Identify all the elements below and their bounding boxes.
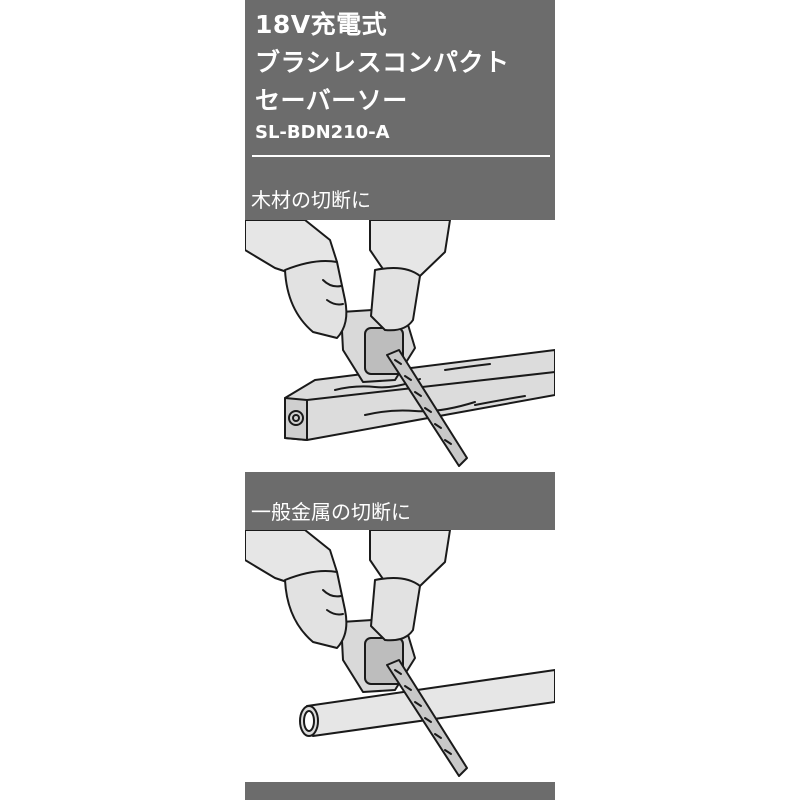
product-title: 18V充電式 ブラシレスコンパクト セーバーソー	[255, 6, 510, 120]
use-caption-metal: 一般金属の切断に	[251, 500, 411, 524]
model-number: SL-BDN210-A	[255, 122, 390, 143]
wood-beam-end	[284, 397, 308, 441]
right-glove	[370, 267, 421, 332]
right-sleeve	[369, 530, 451, 587]
left-glove	[284, 260, 348, 339]
product-info-panel: 18V充電式 ブラシレスコンパクト セーバーソー SL-BDN210-A 木材の…	[245, 0, 555, 800]
divider	[252, 155, 550, 157]
saw-blade	[386, 349, 468, 467]
right-sleeve	[369, 220, 451, 277]
saw-blade	[386, 659, 468, 777]
right-glove	[370, 577, 421, 642]
left-glove	[284, 570, 348, 649]
use-caption-wood: 木材の切断に	[251, 188, 371, 212]
wood-ring	[288, 410, 304, 426]
wood-cutting-illustration	[245, 220, 555, 472]
metal-cutting-drawing	[245, 530, 555, 777]
title-line: 18V充電式	[255, 10, 388, 39]
title-line: セーバーソー	[255, 86, 408, 115]
metal-cutting-illustration	[245, 530, 555, 782]
wood-cutting-drawing	[245, 220, 555, 467]
title-line: ブラシレスコンパクト	[255, 48, 510, 77]
